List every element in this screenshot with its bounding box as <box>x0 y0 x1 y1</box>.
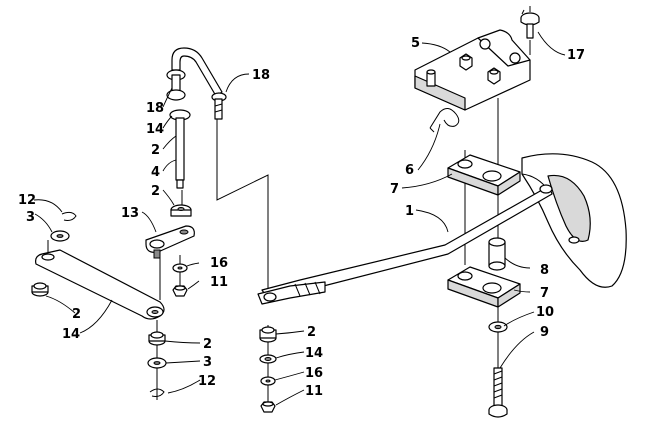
callout-2-b: 2 <box>151 184 160 199</box>
pedal-shield <box>521 153 627 288</box>
callout-16-center: 16 <box>305 366 323 381</box>
callout-9: 9 <box>540 325 549 340</box>
callout-7-upper: 7 <box>390 182 399 197</box>
callout-3-lower: 3 <box>203 355 212 370</box>
leader-lines <box>33 31 566 406</box>
callout-11-center: 11 <box>305 384 323 399</box>
callout-17: 17 <box>567 48 585 63</box>
spring-clip-part-6 <box>429 108 460 133</box>
washer-part-2-upper <box>170 204 192 217</box>
washer-part-10 <box>488 321 508 333</box>
callout-4: 4 <box>151 165 160 180</box>
pivot-block-upper-part-7 <box>447 154 521 196</box>
washer-part-14-center <box>259 354 277 364</box>
callout-12-lower: 12 <box>198 374 216 389</box>
callout-14-left: 14 <box>146 122 164 137</box>
callout-16-left: 16 <box>210 256 228 271</box>
callout-7-lower: 7 <box>540 286 549 301</box>
callout-3-left: 3 <box>26 210 35 225</box>
callout-5: 5 <box>411 36 420 51</box>
bushing-part-2-left <box>31 282 49 297</box>
washer-part-16-left <box>172 263 188 273</box>
callout-14-center: 14 <box>305 346 323 361</box>
callout-2-a: 2 <box>151 143 160 158</box>
callout-6: 6 <box>405 163 414 178</box>
callout-13: 13 <box>121 206 139 221</box>
callout-18-right: 18 <box>252 68 270 83</box>
callout-8: 8 <box>540 263 549 278</box>
bracket-hex-nut-2 <box>487 67 501 85</box>
washer-part-3-left <box>50 230 70 242</box>
callout-10: 10 <box>536 305 554 320</box>
callout-18-left: 18 <box>146 101 164 116</box>
linkage-arm-part-15 <box>35 249 165 320</box>
callout-12-left: 12 <box>18 193 36 208</box>
shift-rod-part-1 <box>257 184 553 305</box>
clip-part-12-left <box>61 211 77 221</box>
pivot-block-lower-part-7 <box>447 266 521 308</box>
callout-11-left: 11 <box>210 275 228 290</box>
nut-part-11-left <box>172 285 188 297</box>
bushing-part-2-center <box>259 326 277 343</box>
callout-2-e: 2 <box>307 325 316 340</box>
lever-arm-part-13 <box>145 225 195 259</box>
callout-15: 14 <box>62 327 80 342</box>
callout-labels: 5 17 6 7 1 8 7 10 9 18 18 14 2 4 2 13 16… <box>18 36 585 399</box>
washer-part-16-center <box>260 376 276 386</box>
screw-part-17 <box>520 6 540 39</box>
grommet-part-18-left <box>166 69 186 101</box>
bushing-part-8 <box>488 237 506 271</box>
bushing-part-2-lower-left <box>148 331 166 346</box>
bracket-part-5 <box>414 29 531 111</box>
callout-2-c: 2 <box>72 307 81 322</box>
bent-rod-and-grommet <box>171 47 227 120</box>
shaft-part-4 <box>175 117 185 189</box>
bolt-part-9 <box>488 367 508 418</box>
washer-part-3-lower <box>147 357 167 369</box>
nut-part-11-center <box>260 401 276 413</box>
callout-1: 1 <box>405 204 414 219</box>
grommet-part-18-right <box>211 92 227 120</box>
clip-part-12-lower <box>149 388 165 397</box>
bracket-hex-nut-1 <box>459 53 473 71</box>
callout-2-d: 2 <box>203 337 212 352</box>
